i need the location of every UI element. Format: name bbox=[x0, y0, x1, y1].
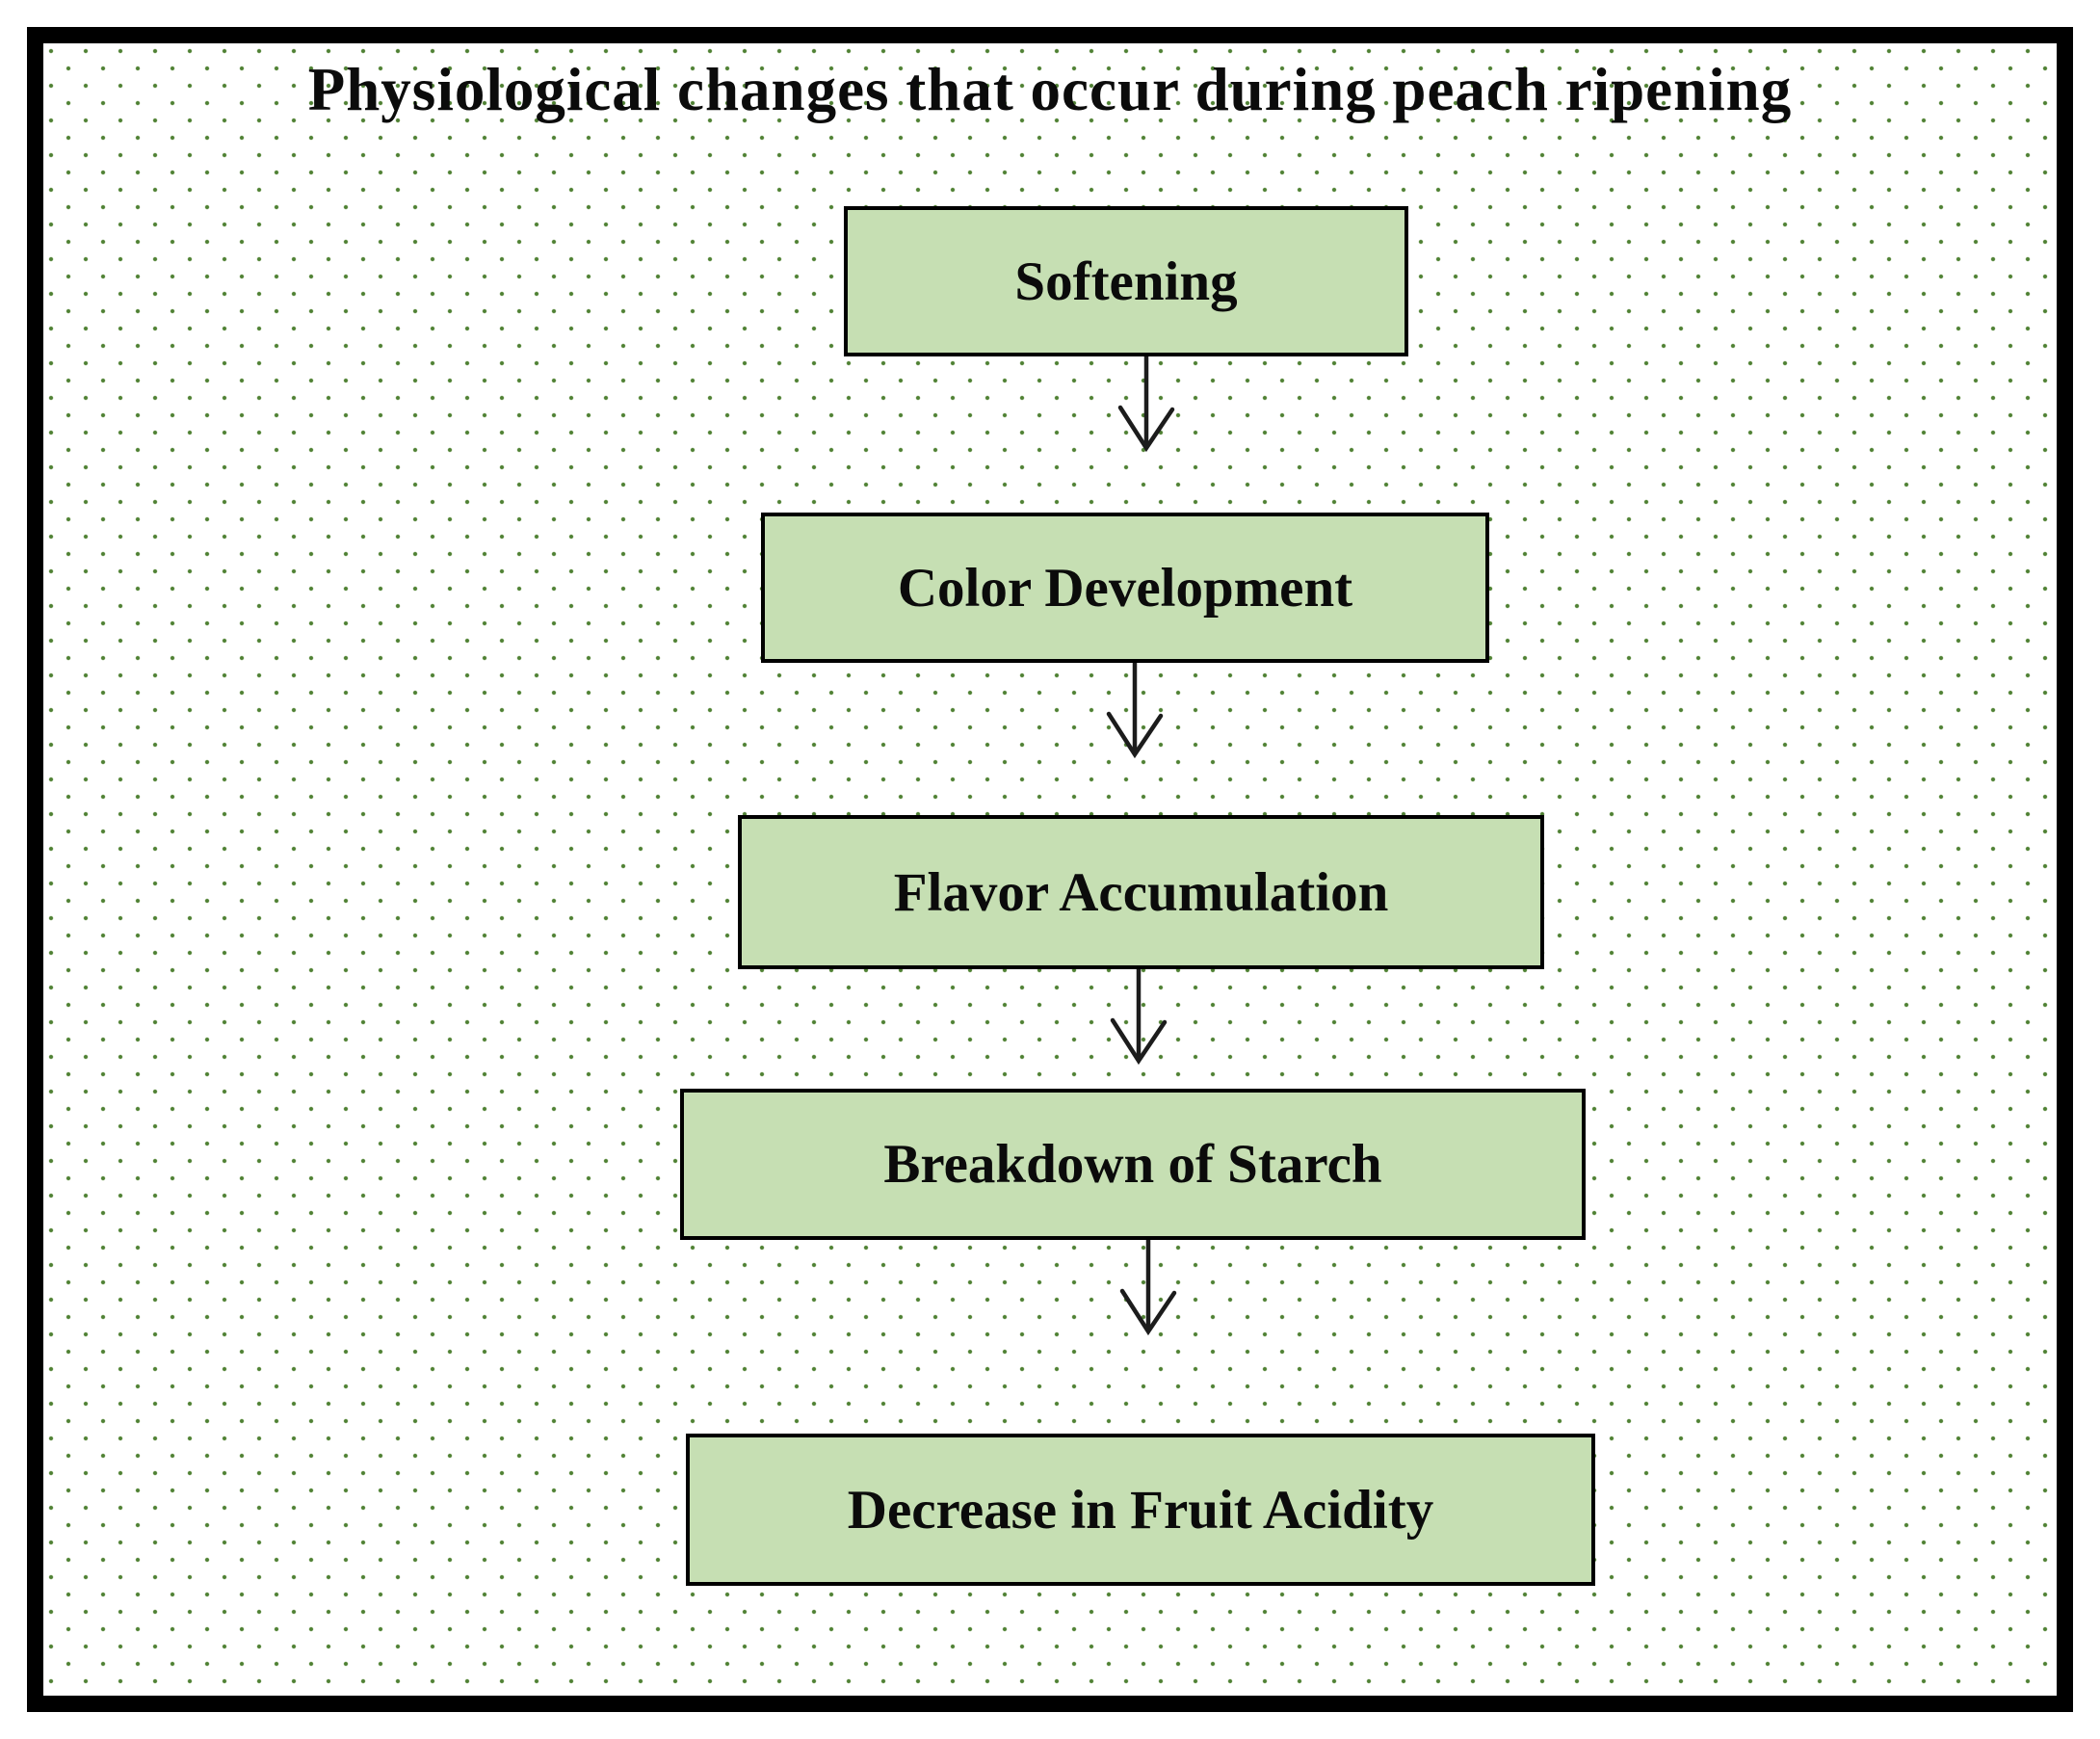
down-arrow-icon bbox=[1106, 663, 1164, 759]
flow-step-label: Flavor Accumulation bbox=[893, 861, 1389, 923]
flow-step-softening: Softening bbox=[844, 206, 1408, 356]
down-arrow-icon bbox=[1117, 356, 1175, 453]
flow-step-color-development: Color Development bbox=[761, 513, 1489, 663]
flow-step-flavor-accumulation: Flavor Accumulation bbox=[738, 815, 1544, 969]
flow-step-decrease-in-fruit-acidity: Decrease in Fruit Acidity bbox=[686, 1434, 1595, 1586]
flow-step-label: Decrease in Fruit Acidity bbox=[847, 1479, 1434, 1541]
flow-step-label: Color Development bbox=[897, 557, 1353, 619]
flow-step-label: Breakdown of Starch bbox=[883, 1134, 1382, 1195]
diagram-frame: Physiological changes that occur during … bbox=[27, 27, 2073, 1712]
down-arrow-icon bbox=[1110, 969, 1168, 1066]
down-arrow-icon bbox=[1119, 1240, 1177, 1336]
flow-step-breakdown-of-starch: Breakdown of Starch bbox=[680, 1089, 1586, 1240]
flow-step-label: Softening bbox=[1014, 250, 1238, 312]
diagram-title: Physiological changes that occur during … bbox=[307, 56, 1793, 123]
